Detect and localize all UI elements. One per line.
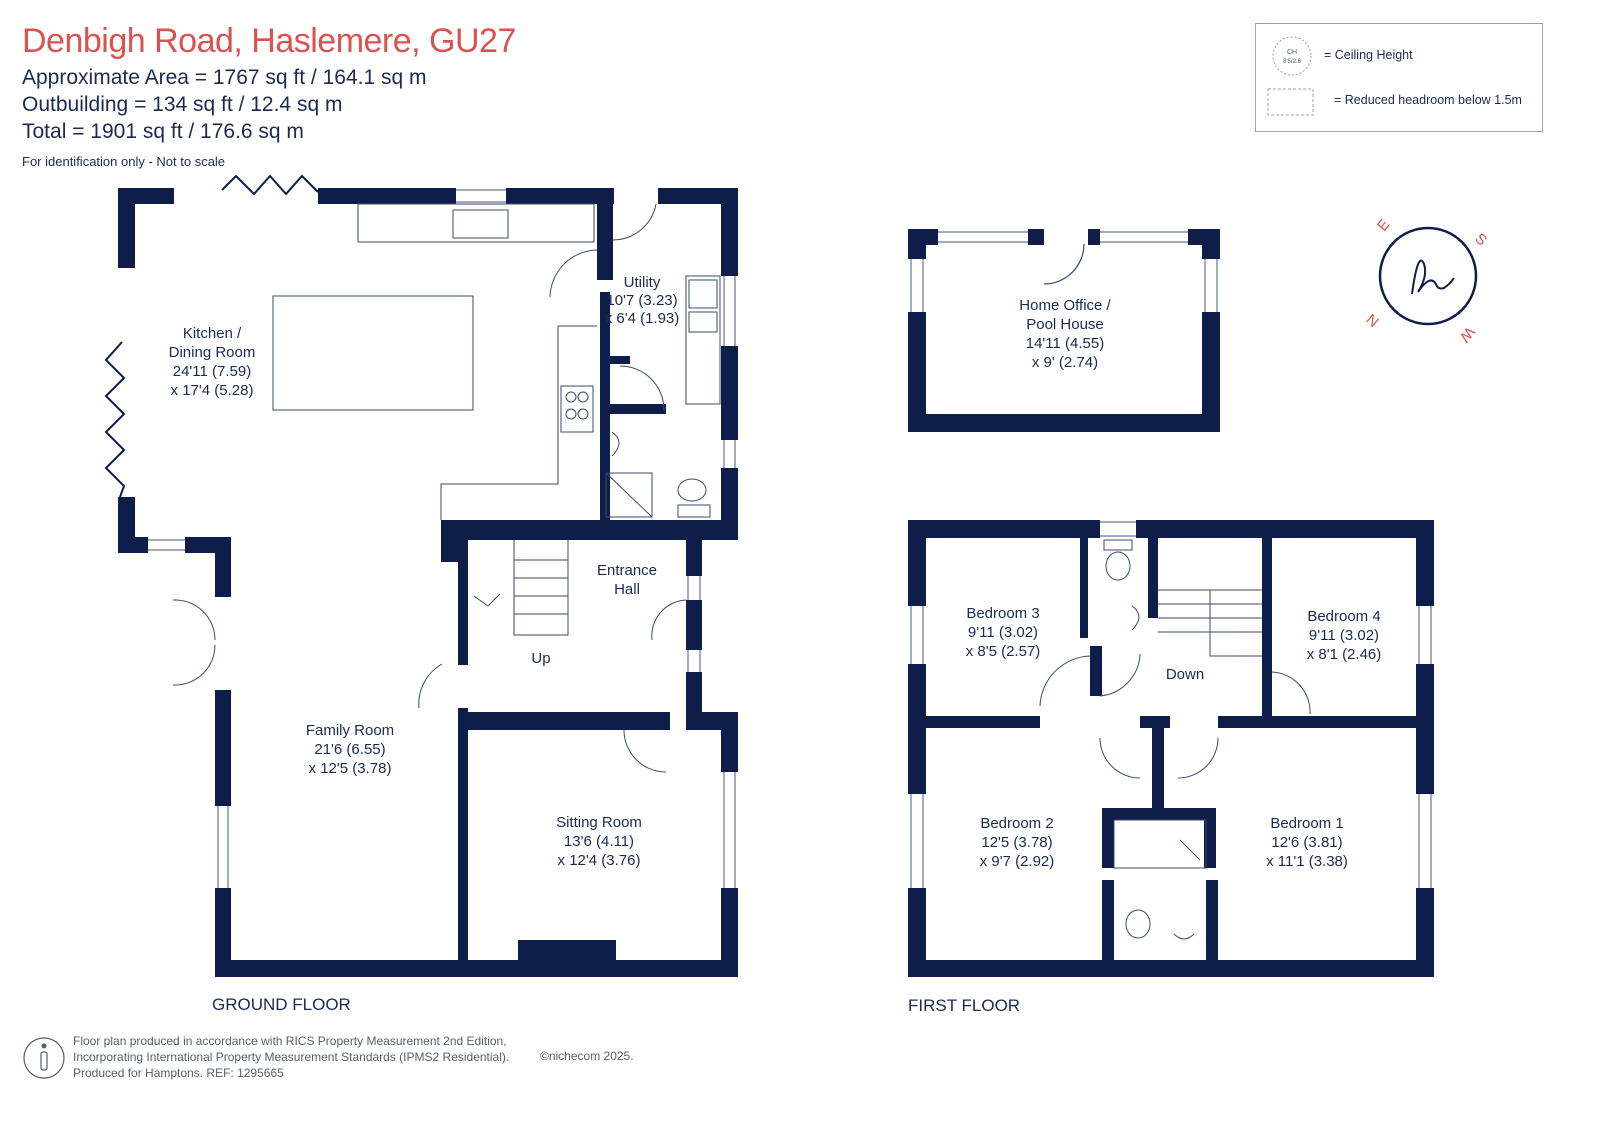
family-label-1: Family Room — [306, 722, 394, 739]
kitchen-label-1: Kitchen / — [183, 325, 242, 342]
office-label-1: Home Office / — [1019, 297, 1111, 314]
office-label-3: 14'11 (4.55) — [1026, 335, 1104, 352]
bifold-doors — [104, 174, 319, 498]
ceiling-badge-bottom: 8'5/2.6 — [1283, 59, 1301, 65]
outbuilding-area: Outbuilding = 134 sq ft / 12.4 sq m — [22, 93, 343, 116]
bedroom1-label-1: Bedroom 1 — [1270, 815, 1343, 832]
sitting-label-3: x 12'4 (3.76) — [558, 852, 641, 869]
footer-line-3: Produced for Hamptons. REF: 1295665 — [73, 1066, 284, 1080]
family-label-3: x 12'5 (3.78) — [309, 760, 392, 777]
kitchen-label-2: Dining Room — [169, 344, 256, 361]
first-floor-windows — [910, 521, 1432, 888]
footer-disclaimer: Floor plan produced in accordance with R… — [73, 1033, 509, 1081]
entrance-label-1: Entrance — [597, 562, 657, 579]
office-label-2: Pool House — [1026, 316, 1104, 333]
kitchen-label-3: 24'11 (7.59) — [173, 363, 251, 380]
reduced-headroom-icon — [1267, 88, 1314, 116]
utility-label-3: x 6'4 (1.93) — [605, 310, 680, 327]
bedroom3-label-2: 9'11 (3.02) — [968, 624, 1038, 641]
office-label-4: x 9' (2.74) — [1032, 354, 1098, 371]
ground-floor-walls — [118, 188, 738, 977]
compass-letter-e: E — [1374, 216, 1393, 235]
room-labels: Kitchen / Dining Room 24'11 (7.59) x 17'… — [169, 274, 1382, 870]
footer-copyright: ©nichecom 2025. — [540, 1049, 634, 1063]
entrance-label-2: Hall — [614, 581, 640, 598]
ceiling-badge-top: CH — [1287, 49, 1297, 56]
bedroom2-label-2: 12'5 (3.78) — [981, 834, 1052, 851]
compass-letter-w: W — [1455, 323, 1478, 345]
footer-line-1: Floor plan produced in accordance with R… — [73, 1034, 507, 1048]
first-floor-fittings — [1039, 539, 1311, 940]
reduced-headroom-label: = Reduced headroom below 1.5m — [1334, 93, 1522, 107]
bedroom2-label-1: Bedroom 2 — [980, 815, 1053, 832]
kitchen-label-4: x 17'4 (5.28) — [171, 382, 254, 399]
kitchen-fittings — [172, 203, 721, 773]
utility-label-2: 10'7 (3.23) — [606, 292, 677, 309]
utility-label-1: Utility — [624, 274, 661, 291]
total-area: Total = 1901 sq ft / 176.6 sq m — [22, 120, 304, 143]
bedroom3-label-3: x 8'5 (2.57) — [966, 643, 1041, 660]
bedroom4-label-3: x 8'1 (2.46) — [1307, 646, 1382, 663]
compass-logo: S W N E — [1363, 216, 1490, 346]
bedroom4-label-1: Bedroom 4 — [1307, 608, 1380, 625]
first-floor-label: FIRST FLOOR — [908, 996, 1021, 1015]
ground-floor-label: GROUND FLOOR — [212, 995, 351, 1014]
property-title: Denbigh Road, Haslemere, GU27 — [22, 22, 516, 60]
family-label-2: 21'6 (6.55) — [314, 741, 385, 758]
approximate-area: Approximate Area = 1767 sq ft / 164.1 sq… — [22, 66, 427, 89]
info-icon — [23, 1037, 65, 1079]
bedroom2-label-3: x 9'7 (2.92) — [980, 853, 1055, 870]
legend-box: CH 8'5/2.6 = Ceiling Height = Reduced he… — [1255, 23, 1543, 132]
stairs-down-label: Down — [1166, 666, 1204, 683]
bedroom4-label-2: 9'11 (3.02) — [1309, 627, 1379, 644]
outbuilding-walls — [908, 229, 1220, 432]
ground-windows — [148, 189, 736, 888]
bedroom1-label-3: x 11'1 (3.38) — [1266, 853, 1348, 870]
identification-note: For identification only - Not to scale — [22, 154, 226, 169]
sitting-label-1: Sitting Room — [556, 814, 642, 831]
stairs-up-label: Up — [531, 650, 550, 667]
bedroom1-label-2: 12'6 (3.81) — [1271, 834, 1342, 851]
sitting-label-2: 13'6 (4.11) — [564, 833, 634, 850]
ceiling-height-icon: CH 8'5/2.6 — [1272, 36, 1312, 76]
outbuilding-windows — [910, 231, 1218, 312]
compass-letter-s: S — [1471, 230, 1490, 249]
footer-line-2: Incorporating International Property Mea… — [73, 1050, 510, 1064]
bedroom3-label-1: Bedroom 3 — [966, 605, 1039, 622]
first-floor-walls — [908, 520, 1434, 977]
compass-letter-n: N — [1363, 310, 1382, 330]
ceiling-height-label: = Ceiling Height — [1324, 48, 1413, 62]
